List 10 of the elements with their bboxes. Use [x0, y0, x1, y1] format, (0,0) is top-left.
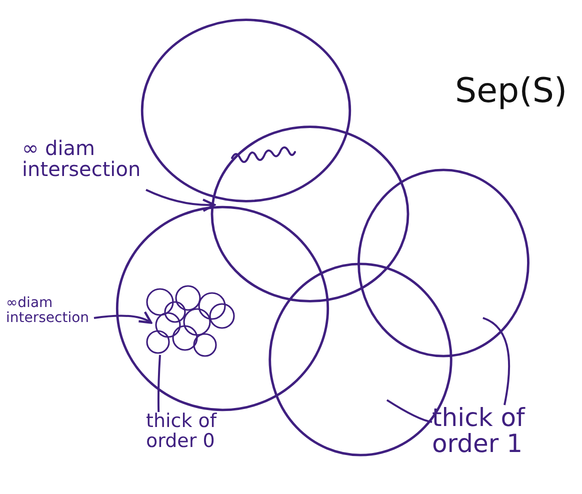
- leader-line: [386, 399, 432, 423]
- arrow: [94, 311, 152, 324]
- set-label: Sep(S): [455, 74, 568, 110]
- handwritten-note: ∞diam intersection: [6, 296, 94, 336]
- arrow: [146, 188, 216, 212]
- handwritten-note: ∞ diam intersection: [22, 138, 146, 208]
- handwritten-note: thick of order 0: [146, 412, 230, 472]
- leader-line: [482, 316, 510, 406]
- handwritten-note: thick of order 1: [432, 405, 577, 490]
- leader-line: [157, 354, 161, 412]
